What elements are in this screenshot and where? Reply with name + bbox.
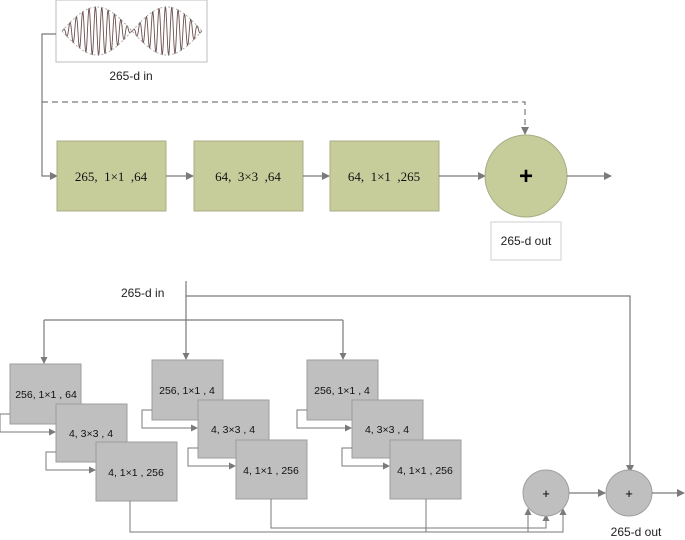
bottom-output-label: 265-d out	[611, 525, 662, 539]
path-1-arrow-2	[45, 451, 96, 474]
top-input-label: 265-d in	[109, 69, 152, 83]
path-1-arrow-1	[0, 413, 56, 436]
top-block-2-label: 64, 3×3 ,64	[215, 169, 281, 184]
path-2-arrow-2	[187, 447, 236, 470]
bottom-skip-connection	[186, 295, 634, 473]
path-3-block-1-label: 256, 1×1 , 4	[314, 385, 370, 397]
path-2-arrow-1	[141, 409, 198, 432]
top-block-1: 265, 1×1 ,64	[56, 140, 167, 212]
top-plus-symbol: +	[519, 163, 533, 190]
path-3-block-2-label: 4, 3×3 , 4	[365, 424, 409, 436]
top-input-line	[41, 33, 58, 180]
path-1-block-3-label: 4, 1×1 , 256	[108, 467, 164, 479]
path-1-block-3	[95, 441, 178, 502]
top-block-2: 64, 3×3 ,64	[193, 140, 304, 212]
input-waveform-image	[55, 0, 208, 63]
bottom-add-node-2: +	[605, 469, 653, 517]
top-block-1-label: 265, 1×1 ,64	[75, 169, 148, 184]
top-output-box: 265-d out	[490, 221, 562, 261]
path-1: 256, 1×1 , 64 4, 3×3 , 4 4, 1×1 , 256	[0, 363, 178, 502]
path-3-block-3	[389, 439, 462, 500]
path-2-to-add	[270, 499, 550, 529]
bottom-plus-symbol-2: +	[625, 486, 633, 501]
path-2: 256, 1×1 , 4 4, 3×3 , 4 4, 1×1 , 256	[141, 359, 308, 500]
bottom-plus-symbol-1: +	[542, 486, 550, 501]
top-block-3: 64, 1×1 ,265	[329, 140, 440, 212]
path-3-arrow-1	[296, 409, 352, 432]
top-output-label: 265-d out	[501, 234, 552, 248]
top-add-node: +	[484, 134, 568, 218]
bottom-input-label: 265-d in	[121, 286, 164, 300]
path-3-to-add	[425, 499, 567, 533]
bottom-add-node-1: +	[522, 469, 570, 517]
bottom-diagram: 265-d in 256, 1×1 , 64 4, 3×3 , 4 4, 1×1…	[0, 281, 685, 539]
path-1-to-add	[129, 501, 532, 533]
path-2-block-3	[235, 439, 308, 500]
top-skip-connection	[42, 101, 529, 135]
path-3: 256, 1×1 , 4 4, 3×3 , 4 4, 1×1 , 256	[296, 359, 462, 500]
path-1-block-2-label: 4, 3×3 , 4	[69, 428, 113, 440]
path-3-block-3-label: 4, 1×1 , 256	[397, 465, 453, 477]
path-3-arrow-2	[341, 447, 390, 470]
path-2-block-1-label: 256, 1×1 , 4	[159, 385, 215, 397]
path-2-block-3-label: 4, 1×1 , 256	[243, 465, 299, 477]
top-block-3-label: 64, 1×1 ,265	[348, 169, 420, 184]
path-1-block-1-label: 256, 1×1 , 64	[15, 389, 77, 401]
top-diagram: 265-d in 265, 1×1 ,64 64, 3×3 ,64 64, 1×…	[41, 0, 612, 261]
path-2-block-2-label: 4, 3×3 , 4	[211, 424, 255, 436]
